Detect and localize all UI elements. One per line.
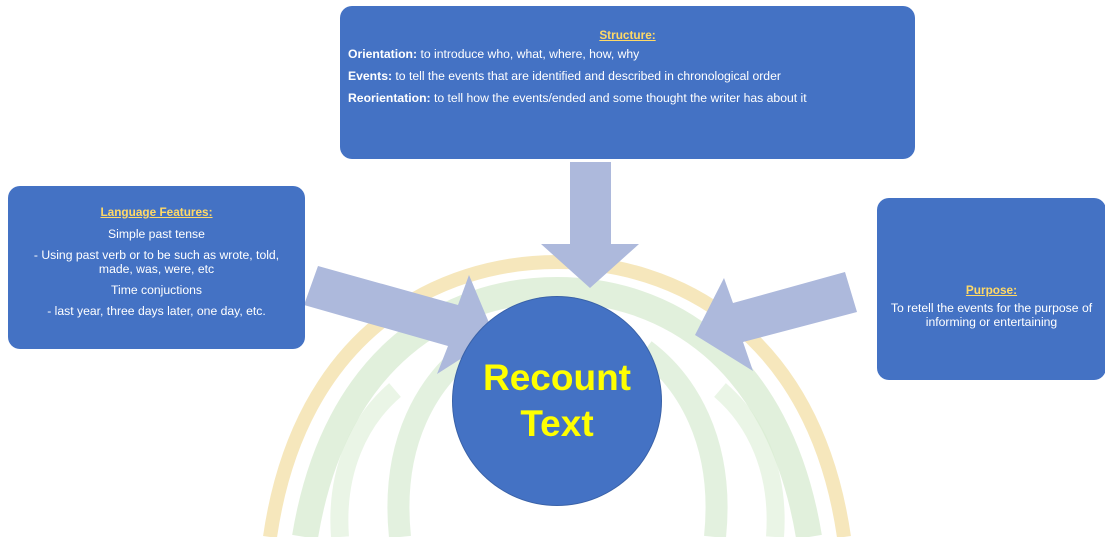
structure-orientation: Orientation: to introduce who, what, whe… [348,47,907,62]
purpose-heading: Purpose: [965,283,1018,297]
purpose-text: To retell the events for the purpose of … [890,301,1093,329]
language-features-heading: Language Features: [100,205,213,219]
structure-text: to tell the events that are identified a… [392,69,781,83]
watermark-inner-ring [292,276,822,537]
structure-box: Structure: Orientation: to introduce who… [340,6,915,159]
center-title-line2: Text [520,403,594,444]
structure-term: Reorientation: [348,91,431,105]
arrow-from-left [304,266,495,374]
watermark-leaf-right [638,341,728,537]
language-feature-line: - last year, three days later, one day, … [47,304,266,318]
language-feature-line: Time conjuctions [111,283,202,297]
structure-term: Events: [348,69,393,83]
language-features-box: Language Features: Simple past tense - U… [8,186,305,349]
arrow-down [541,162,639,288]
purpose-box: Purpose: To retell the events for the pu… [877,198,1105,380]
watermark-leaf-far-right [714,383,785,537]
language-feature-line: Simple past tense [108,227,205,241]
structure-heading: Structure: [599,28,656,42]
center-title-line1: Recount [483,357,631,398]
structure-text: to tell how the events/ended and some th… [430,91,807,105]
recount-text-circle: Recount Text [453,297,661,505]
arrow-from-right [695,272,857,371]
watermark-leaf-left [387,341,477,537]
structure-term: Orientation: [348,47,418,61]
structure-reorientation: Reorientation: to tell how the events/en… [348,91,907,106]
structure-events: Events: to tell the events that are iden… [348,69,907,84]
language-feature-line: - Using past verb or to be such as wrote… [33,248,280,276]
watermark-leaf-far-left [330,383,401,537]
watermark-outer-ring [263,254,851,537]
structure-text: to introduce who, what, where, how, why [417,47,640,61]
